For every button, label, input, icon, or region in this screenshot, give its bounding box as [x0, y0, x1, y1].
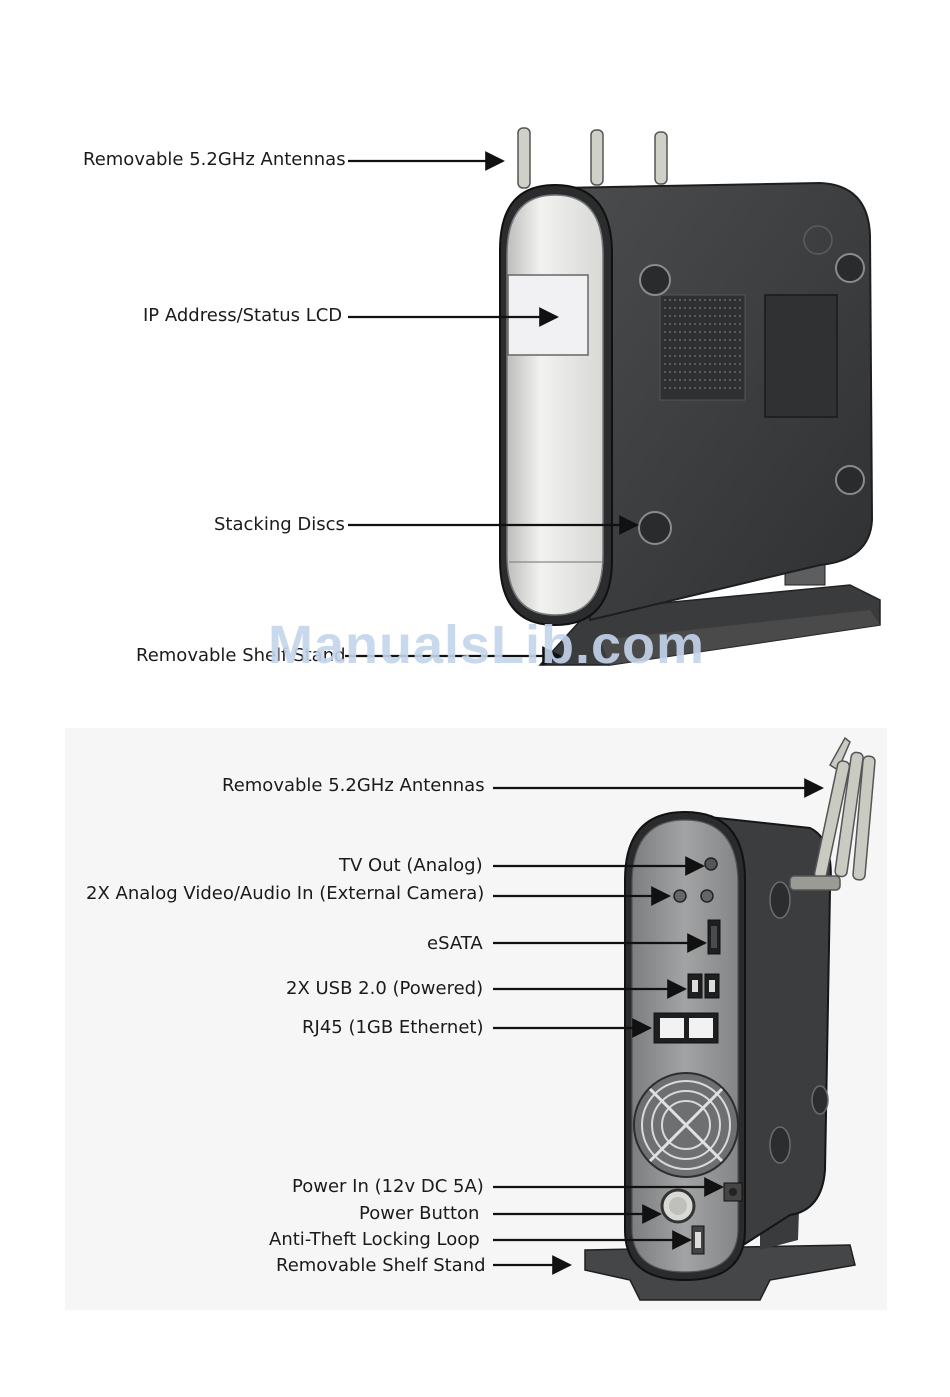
- power-button: [660, 1188, 696, 1224]
- label-plate: [764, 294, 838, 418]
- vent-grille: [664, 299, 742, 389]
- logo-emboss: [803, 225, 833, 255]
- watermark: ManualsLib.com: [268, 615, 706, 675]
- device-body-fig2: [688, 813, 832, 1262]
- label-tv-out: TV Out (Analog): [339, 855, 483, 876]
- stand-fig2: [584, 1180, 856, 1301]
- port-power-in: [723, 1182, 743, 1202]
- port-tv-out: [704, 857, 718, 871]
- label-usb: 2X USB 2.0 (Powered): [286, 978, 484, 999]
- device-front-fig1: [499, 183, 613, 627]
- port-rj45: [653, 1012, 719, 1044]
- back-panel: [624, 810, 746, 1282]
- stacking-discs-fig1: [638, 253, 865, 545]
- label-power-button: Power Button: [359, 1203, 480, 1224]
- antennas-fig2: [789, 736, 876, 891]
- label-stacking-discs: Stacking Discs: [214, 514, 345, 535]
- port-usb: [687, 973, 720, 999]
- label-esata: eSATA: [427, 933, 483, 954]
- fan-grille: [633, 1072, 739, 1178]
- label-rj45: RJ45 (1GB Ethernet): [302, 1017, 484, 1038]
- figure1-device-illustration: [345, 127, 881, 666]
- device-body-fig1: [558, 181, 874, 622]
- label-lock-loop: Anti-Theft Locking Loop: [269, 1229, 480, 1250]
- label-antennas-fig2: Removable 5.2GHz Antennas: [222, 775, 485, 796]
- label-power-in: Power In (12v DC 5A): [292, 1176, 484, 1197]
- label-lcd: IP Address/Status LCD: [143, 305, 343, 326]
- label-stand-fig1: Removable Shelf Stand: [136, 645, 346, 666]
- port-esata: [707, 919, 721, 955]
- label-video-in: 2X Analog Video/Audio In (External Camer…: [86, 883, 485, 904]
- lcd-screen: [507, 274, 589, 356]
- label-stand-fig2: Removable Shelf Stand: [276, 1255, 486, 1276]
- port-video-in: [673, 889, 714, 903]
- lock-loop: [691, 1225, 705, 1255]
- antennas-fig1: [517, 127, 668, 189]
- label-antennas-fig1: Removable 5.2GHz Antennas: [83, 149, 346, 170]
